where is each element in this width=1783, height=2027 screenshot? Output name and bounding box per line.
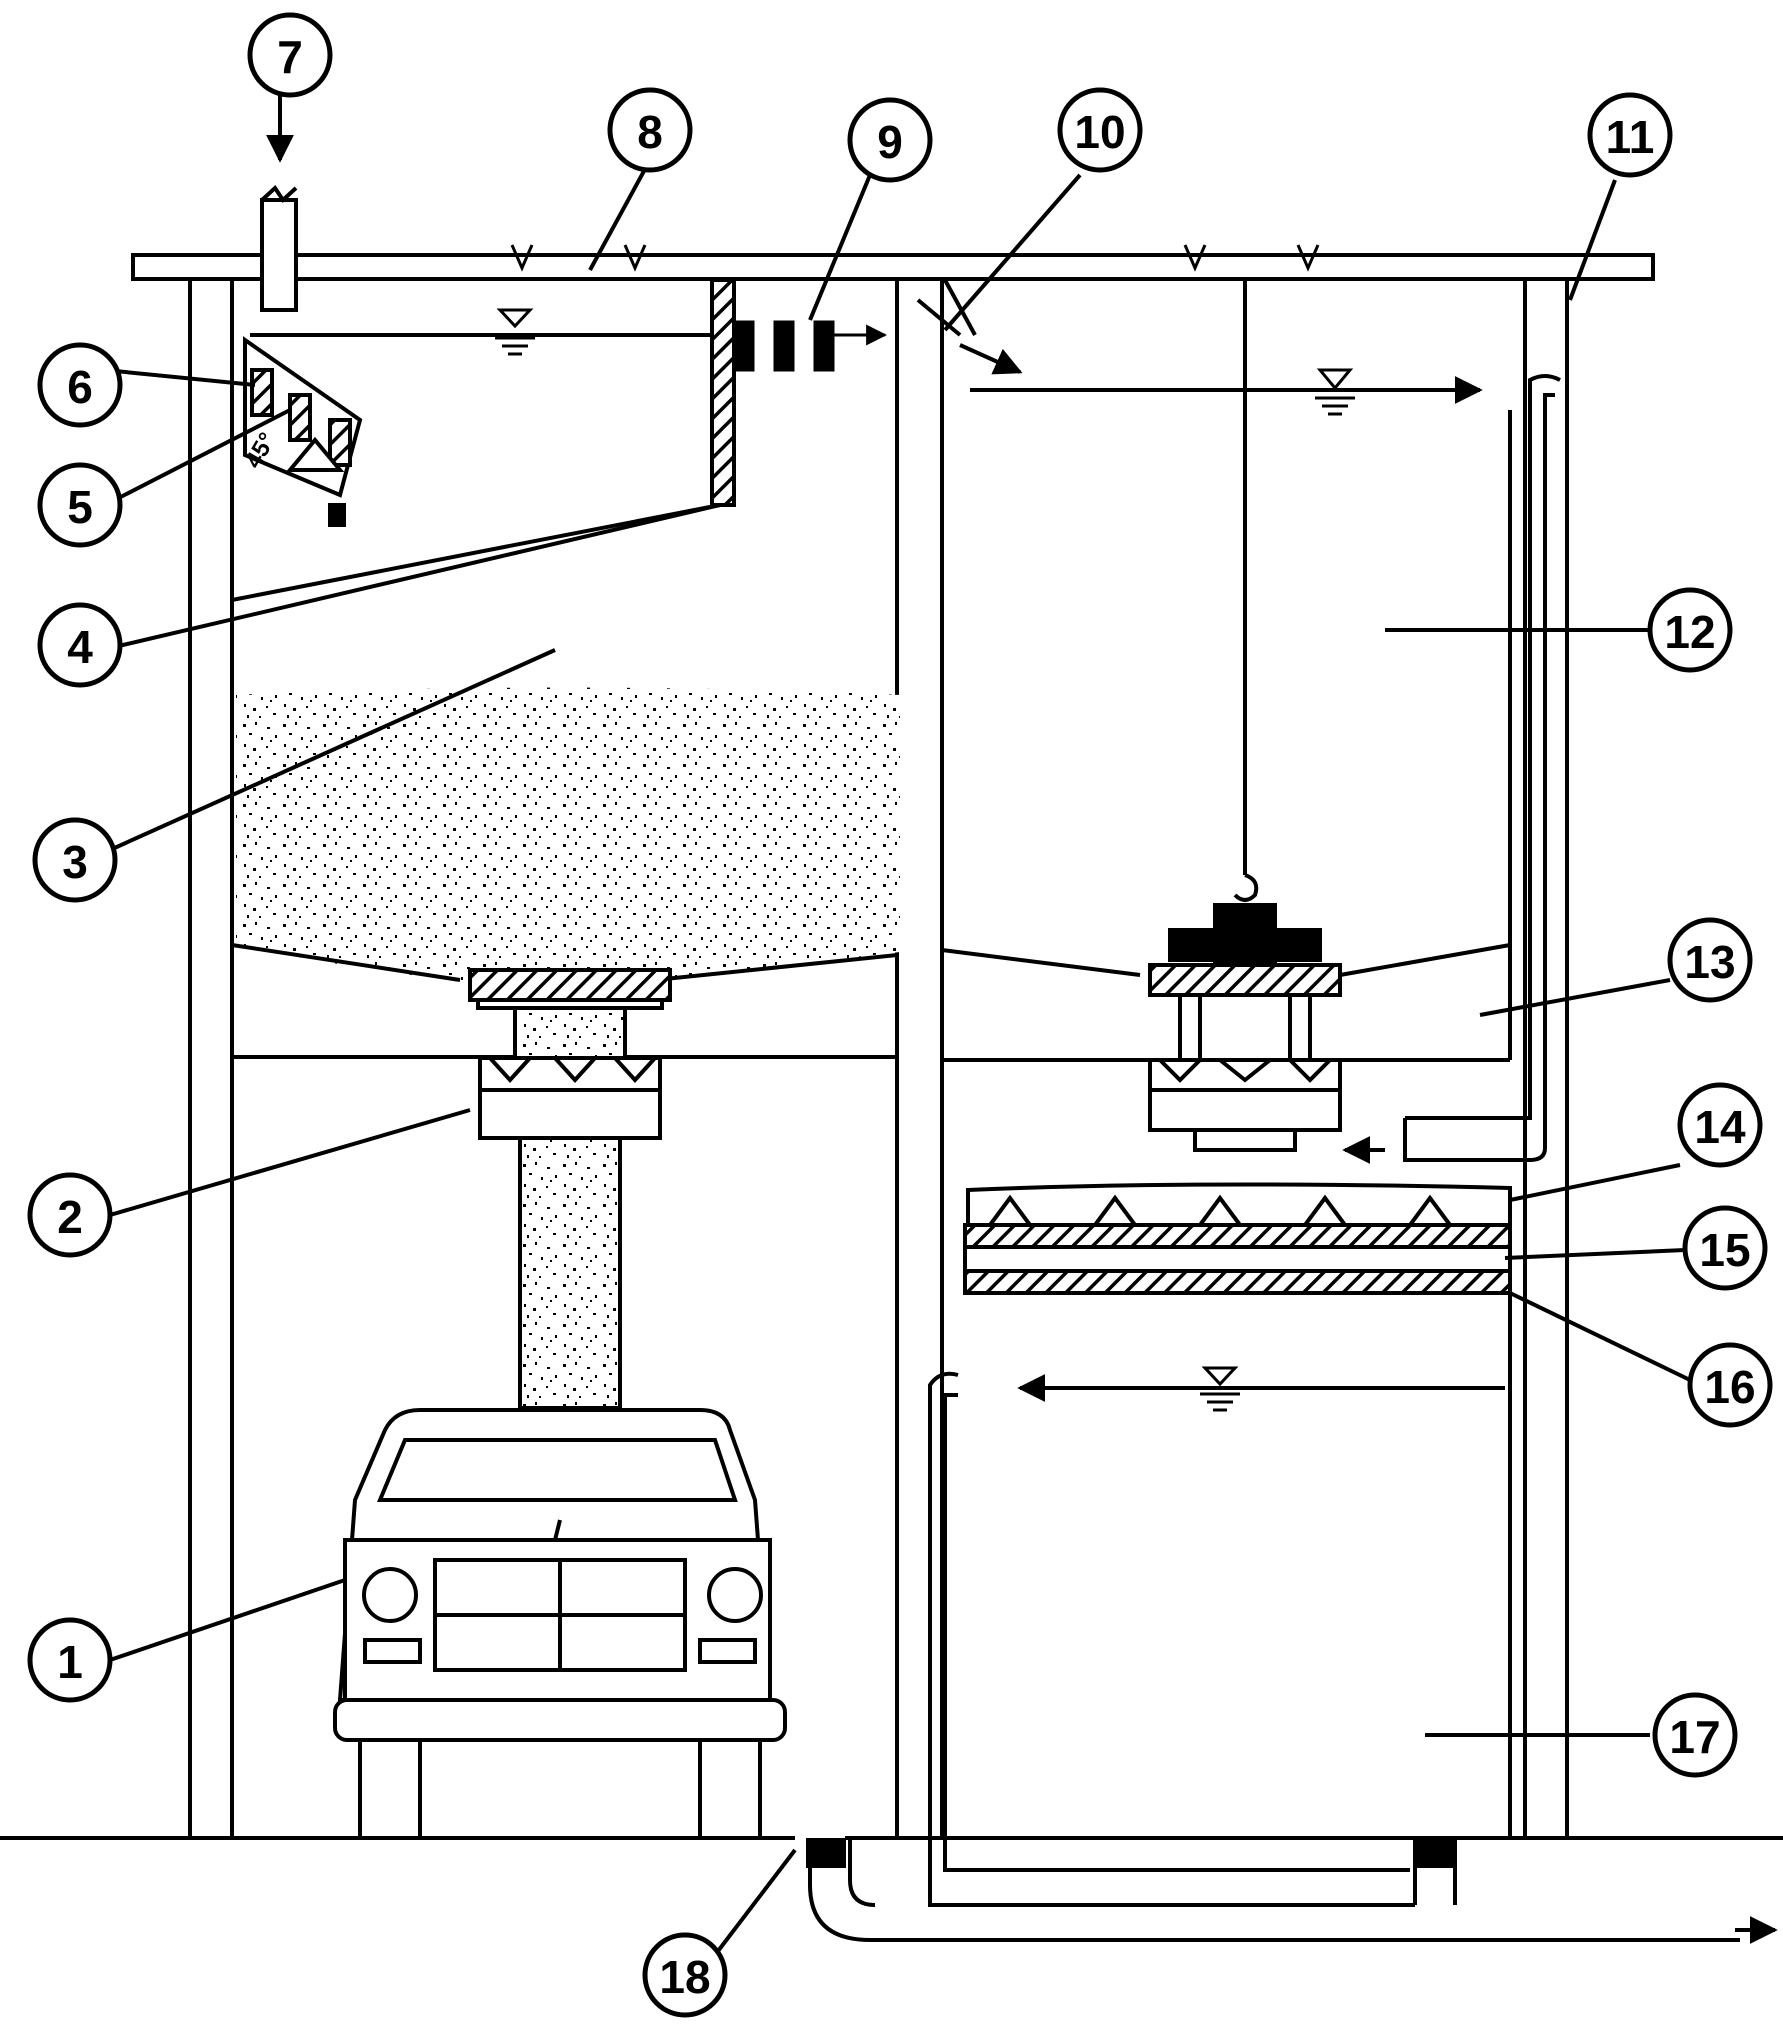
inlet-pipe — [260, 95, 298, 312]
tank-structure — [0, 253, 1783, 1840]
weir-wall — [710, 278, 736, 507]
callout-4: 4 — [37, 602, 123, 688]
callout-label: 13 — [1684, 936, 1735, 988]
hanging-unit — [1148, 279, 1342, 1152]
outlet-pipe — [806, 1371, 1778, 1944]
callout-label: 18 — [659, 1951, 710, 2003]
callout-circle — [1587, 92, 1673, 178]
callout-label: 6 — [67, 361, 93, 413]
callout-circle — [27, 1617, 113, 1703]
callout-3: 3 — [32, 817, 118, 903]
callout-14: 14 — [1677, 1082, 1763, 1168]
angled-module — [243, 336, 363, 527]
callout-label: 16 — [1704, 1361, 1755, 1413]
callout-label: 2 — [57, 1191, 83, 1243]
callout-label: 12 — [1664, 606, 1715, 658]
callout-circle — [607, 87, 693, 173]
callout-circle — [27, 1172, 113, 1258]
callout-circle — [1652, 1692, 1738, 1778]
callout-circle — [1057, 87, 1143, 173]
callout-12: 12 — [1647, 587, 1733, 673]
hopper-valve — [468, 968, 672, 1410]
callout-8: 8 — [607, 87, 693, 173]
callout-label: 1 — [57, 1636, 83, 1688]
filter-layers — [963, 1182, 1512, 1295]
lower-chamber — [1017, 1293, 1512, 1838]
distributor-blocks — [733, 320, 888, 372]
callout-1: 1 — [27, 1617, 113, 1703]
water-level-symbols — [495, 308, 1355, 1412]
callout-circle — [37, 602, 123, 688]
chute — [916, 298, 962, 337]
support-line-left — [941, 948, 1141, 977]
callout-circle — [37, 342, 123, 428]
left-wall — [188, 277, 234, 1840]
top-beam — [131, 253, 1655, 281]
callout-circle — [1667, 917, 1753, 1003]
callout-label: 4 — [67, 621, 93, 673]
support-line-right — [1339, 943, 1511, 977]
callout-label: 9 — [877, 116, 903, 168]
callout-circle — [847, 97, 933, 183]
callout-15: 15 — [1682, 1205, 1768, 1291]
callout-label: 11 — [1606, 111, 1655, 163]
callout-circle — [642, 1932, 728, 2018]
callout-label: 5 — [67, 481, 93, 533]
callout-circle — [1647, 587, 1733, 673]
callout-circle — [1677, 1082, 1763, 1168]
callout-circle — [247, 12, 333, 98]
callout-7: 7 — [247, 12, 333, 98]
callout-circle — [1682, 1205, 1768, 1291]
callout-label: 7 — [277, 31, 303, 83]
callout-label: 17 — [1669, 1711, 1720, 1763]
callout-label: 3 — [62, 836, 88, 888]
callout-label: 8 — [637, 106, 663, 158]
callout-label: 14 — [1694, 1101, 1746, 1153]
callout-circle — [37, 462, 123, 548]
callout-label: 15 — [1699, 1224, 1750, 1276]
return-pipe — [1342, 374, 1561, 1164]
callout-circle — [1687, 1342, 1773, 1428]
callout-18: 18 — [642, 1932, 728, 2018]
leader-lines — [104, 159, 1691, 1957]
callout-circle — [32, 817, 118, 903]
callout-6: 6 — [37, 342, 123, 428]
callout-16: 16 — [1687, 1342, 1773, 1428]
callout-17: 17 — [1652, 1692, 1738, 1778]
sludge-bed — [236, 687, 900, 980]
callout-2: 2 — [27, 1172, 113, 1258]
baffle-plate — [231, 503, 721, 602]
callout-label: 10 — [1074, 106, 1125, 158]
callout-11: 11 — [1587, 92, 1673, 178]
callout-10: 10 — [1057, 87, 1143, 173]
callout-9: 9 — [847, 97, 933, 183]
chute-flow-arrow — [959, 343, 1023, 375]
callout-13: 13 — [1667, 917, 1753, 1003]
truck — [333, 1408, 787, 1840]
callout-5: 5 — [37, 462, 123, 548]
middle-wall — [895, 277, 944, 1840]
beam-arrows — [510, 244, 1320, 272]
